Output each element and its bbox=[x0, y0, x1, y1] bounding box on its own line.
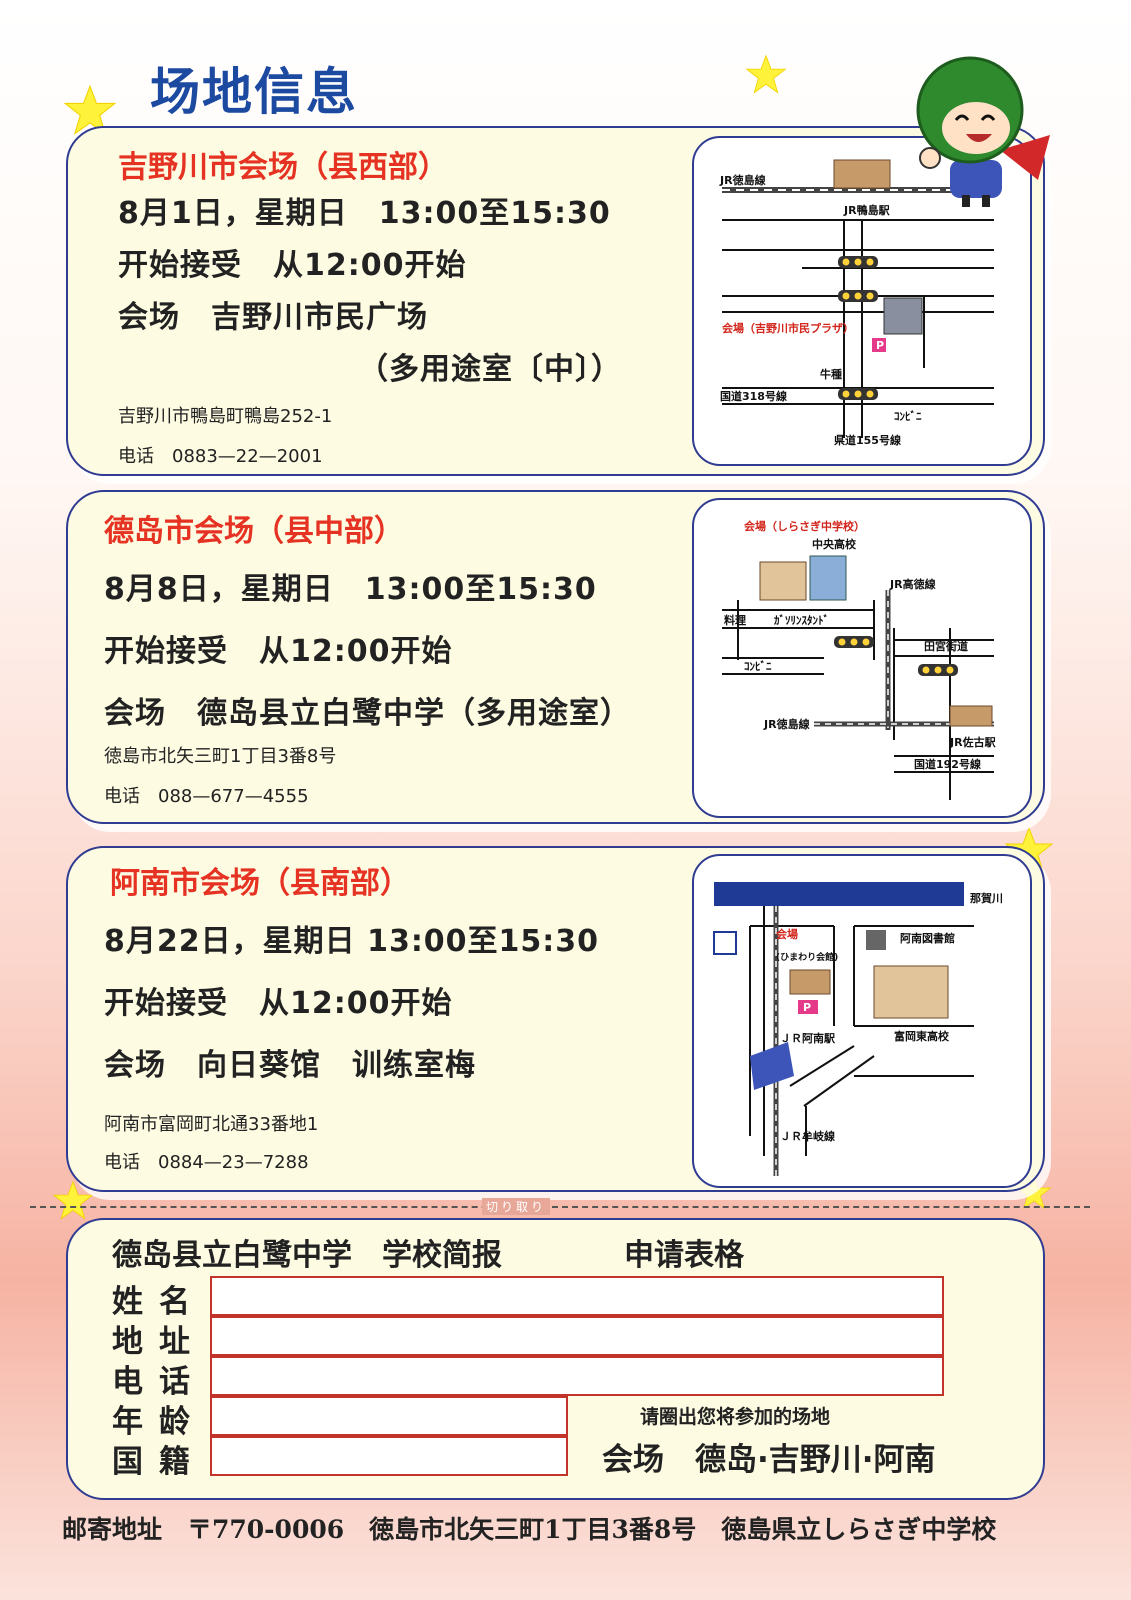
venue-phone: 电话 0883—22—2001 bbox=[118, 446, 323, 467]
svg-text:P: P bbox=[803, 1001, 811, 1014]
venue-date: 8月22日，星期日 13:00至15:30 bbox=[104, 924, 600, 959]
form-title: 德岛县立白鹭中学 学校简报 bbox=[112, 1238, 502, 1273]
venue-place: 会场 向日葵馆 训练室梅 bbox=[104, 1048, 476, 1083]
venue-place: 会场 德岛县立白鹭中学（多用途室） bbox=[104, 696, 631, 731]
venue-date: 8月8日，星期日 13:00至15:30 bbox=[104, 572, 597, 607]
page-title: 场地信息 bbox=[150, 63, 358, 121]
map-label: 阿南図書館 bbox=[900, 931, 955, 945]
map-label: ＪＲ阿南駅 bbox=[780, 1031, 835, 1045]
svg-text:P: P bbox=[876, 339, 884, 352]
map-anan: P 那賀川 会場 (ひまわり会館) 阿南図書館 富岡東高校 ＪＲ阿南駅 ＪＲ牟岐… bbox=[692, 854, 1032, 1188]
venue-name: 阿南市会场（县南部） bbox=[110, 866, 410, 901]
map-label: JR高徳線 bbox=[889, 577, 936, 591]
map-label: 牛種 bbox=[820, 367, 842, 381]
map-label: JR徳島線 bbox=[763, 717, 810, 731]
nationality-field[interactable] bbox=[210, 1436, 568, 1476]
map-yoshinogawa: P JR徳島線 JR鴨島駅 会場（吉野川市民プラザ） 牛種 国道318号線 ｺﾝ… bbox=[692, 136, 1032, 466]
venue-place-room: （多用途室〔中〕） bbox=[358, 352, 622, 387]
map-label: 国道192号線 bbox=[914, 757, 981, 771]
map-label: ｺﾝﾋﾞﾆ bbox=[744, 659, 772, 673]
mascot-icon bbox=[916, 56, 1050, 207]
venue-address: 吉野川市鴨島町鴨島252-1 bbox=[118, 406, 333, 427]
venue-address: 阿南市富岡町北通33番地1 bbox=[104, 1114, 319, 1135]
venue-place: 会场 吉野川市民广场 bbox=[118, 300, 428, 335]
venue-reception: 开始接受 从12:00开始 bbox=[104, 634, 453, 669]
map-label: JR鴨島駅 bbox=[843, 203, 890, 217]
venue-card-yoshinogawa: 吉野川市会场（县西部） 8月1日，星期日 13:00至15:30 开始接受 从1… bbox=[66, 126, 1045, 476]
venue-phone: 电话 0884—23—7288 bbox=[104, 1152, 309, 1173]
star-icon bbox=[52, 1180, 94, 1220]
map-label: 会場 bbox=[776, 927, 798, 941]
map-label: 田宮街道 bbox=[924, 639, 968, 653]
venue-name: 德岛市会场（县中部） bbox=[104, 514, 404, 549]
field-label-nationality: 国籍 bbox=[112, 1444, 206, 1480]
map-label: ｶﾞｿﾘﾝｽﾀﾝﾄﾞ bbox=[774, 613, 829, 627]
map-label: ＪＲ牟岐線 bbox=[780, 1129, 835, 1143]
map-label: JR徳島線 bbox=[719, 173, 766, 187]
phone-field[interactable] bbox=[210, 1356, 944, 1396]
venue-address: 徳島市北矢三町1丁目3番8号 bbox=[104, 746, 337, 767]
venue-card-anan: 阿南市会场（县南部） 8月22日，星期日 13:00至15:30 开始接受 从1… bbox=[66, 846, 1045, 1192]
map-label: JR佐古駅 bbox=[949, 735, 996, 749]
venue-reception: 开始接受 从12:00开始 bbox=[104, 986, 453, 1021]
address-field[interactable] bbox=[210, 1316, 944, 1356]
form-subtitle: 申请表格 bbox=[624, 1238, 744, 1273]
venue-card-tokushima: 德岛市会场（县中部） 8月8日，星期日 13:00至15:30 开始接受 从12… bbox=[66, 490, 1045, 824]
map-label: 富岡東高校 bbox=[894, 1029, 950, 1043]
map-label: 料理 bbox=[724, 613, 746, 627]
venue-date: 8月1日，星期日 13:00至15:30 bbox=[118, 196, 611, 231]
map-label: 会場（しらさぎ中学校） bbox=[744, 519, 865, 533]
map-label: 国道318号線 bbox=[720, 389, 787, 403]
venue-reception: 开始接受 从12:00开始 bbox=[118, 248, 467, 283]
field-label-phone: 电话 bbox=[112, 1364, 206, 1400]
field-label-address: 地址 bbox=[112, 1324, 206, 1360]
map-label: ｺﾝﾋﾞﾆ bbox=[894, 409, 922, 423]
map-label: 那賀川 bbox=[970, 891, 1003, 905]
map-label: 中央高校 bbox=[812, 537, 857, 551]
venue-choice-options[interactable]: 会场 德岛·吉野川·阿南 bbox=[602, 1442, 936, 1478]
mailing-address: 邮寄地址 〒770-0006 徳島市北矢三町1丁目3番8号 徳島県立しらさぎ中学… bbox=[62, 1515, 997, 1544]
map-label: 会場（吉野川市民プラザ） bbox=[722, 321, 854, 335]
map-label: 県道155号線 bbox=[834, 433, 901, 447]
venue-name: 吉野川市会场（县西部） bbox=[118, 150, 448, 185]
application-form: 德岛县立白鹭中学 学校简报 申请表格 姓名 地址 电话 年龄 国籍 请圈出您将参… bbox=[66, 1218, 1045, 1500]
field-label-name: 姓名 bbox=[112, 1284, 206, 1320]
field-label-age: 年龄 bbox=[112, 1404, 206, 1440]
map-label: (ひまわり会館) bbox=[776, 951, 838, 963]
cut-line bbox=[30, 1206, 1090, 1208]
star-icon bbox=[745, 54, 787, 94]
map-tokushima: 会場（しらさぎ中学校） 中央高校 JR高徳線 ｶﾞｿﾘﾝｽﾀﾝﾄﾞ 田宮街道 ｺ… bbox=[692, 498, 1032, 818]
venue-phone: 电话 088—677—4555 bbox=[104, 786, 309, 807]
name-field[interactable] bbox=[210, 1276, 944, 1316]
venue-choice-note: 请圈出您将参加的场地 bbox=[640, 1406, 831, 1428]
age-field[interactable] bbox=[210, 1396, 568, 1436]
cut-label: 切り取り bbox=[482, 1198, 551, 1215]
star-icon bbox=[63, 84, 117, 136]
